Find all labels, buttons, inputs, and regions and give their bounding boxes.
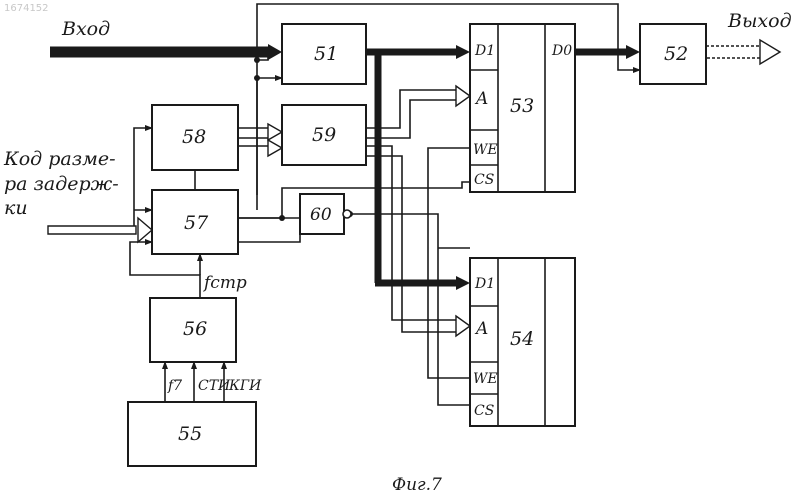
block-56: 56 — [150, 298, 236, 362]
svg-text:56: 56 — [183, 318, 207, 340]
f7-label: f7 — [167, 378, 182, 394]
cs-line — [350, 214, 470, 405]
input-bus-arrow — [268, 44, 282, 60]
svg-text:52: 52 — [664, 43, 688, 65]
svg-text:51: 51 — [314, 43, 338, 65]
figure-caption: Фиг.7 — [392, 475, 442, 495]
m54-we-label: WE — [473, 371, 498, 387]
delay-code-label-1: Код разме- — [3, 148, 116, 170]
block-60: 60 — [300, 194, 351, 234]
output-label: Выход — [727, 10, 792, 32]
block-52: 52 — [640, 24, 706, 84]
fstr-label: fстр — [202, 273, 247, 293]
svg-text:58: 58 — [182, 126, 206, 148]
svg-text:60: 60 — [310, 205, 332, 225]
block-53: D1 A WE CS D0 53 — [470, 24, 575, 192]
m54-cs-label: CS — [474, 403, 494, 419]
m53-cs-label: CS — [474, 172, 494, 188]
svg-text:57: 57 — [184, 212, 209, 234]
output-bus — [706, 46, 762, 58]
block-58: 58 — [152, 105, 238, 170]
block-51: 51 — [282, 24, 366, 84]
delay-code-label-2: ра задерж- — [4, 173, 119, 195]
output-arrow — [760, 40, 780, 64]
m54-a-label: A — [474, 319, 488, 339]
m53-number: 53 — [510, 95, 534, 117]
m53-a-label: A — [474, 89, 488, 109]
block-59: 59 — [282, 105, 366, 165]
block-57: 57 — [152, 190, 238, 254]
patent-stamp: 1674152 — [4, 3, 49, 14]
delay-code-label-3: ки — [4, 197, 28, 219]
m53-we-label: WE — [473, 142, 498, 158]
m54-number: 54 — [510, 328, 534, 350]
delay-code-bus — [48, 226, 136, 234]
block-55: 55 — [128, 402, 256, 466]
m53-d0-label: D0 — [551, 43, 572, 59]
input-label: Вход — [61, 18, 110, 40]
svg-text:59: 59 — [312, 124, 336, 146]
m53-d1-label: D1 — [474, 43, 495, 59]
block-54: D1 A WE CS 54 — [470, 258, 575, 426]
svg-text:55: 55 — [178, 423, 202, 445]
kgi-label: КГИ — [228, 378, 262, 394]
m54-d1-label: D1 — [474, 276, 495, 292]
sti-label: СТИ — [198, 378, 231, 394]
